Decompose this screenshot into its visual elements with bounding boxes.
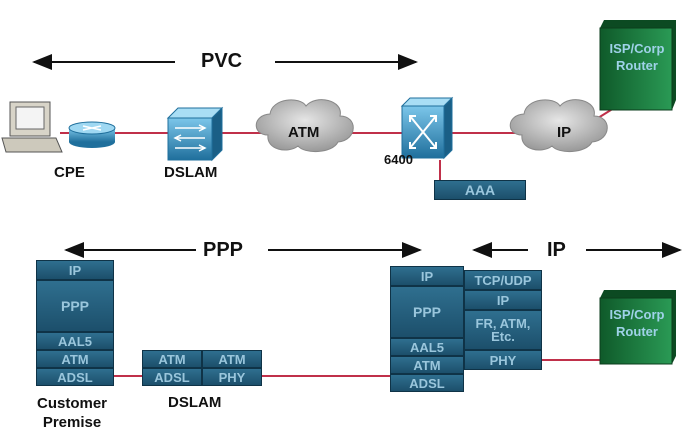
- stack-cell-label: ATM: [413, 357, 441, 373]
- bottom-links: [114, 359, 600, 377]
- stack-cell-label: ADSL: [409, 375, 445, 391]
- dslam-stack-atm-right: ATM: [202, 350, 262, 368]
- stack-cell-label: ATM: [61, 351, 89, 367]
- lac-stack-ip-right: IP: [464, 290, 542, 310]
- isp-router-bottom-label: ISP/Corp Router: [609, 307, 665, 339]
- dslam-top-label: DSLAM: [164, 164, 218, 181]
- ip-bottom-label: IP: [547, 239, 566, 261]
- dslam-bottom-label: DSLAM: [168, 394, 222, 411]
- stack-cell-label: PHY: [218, 369, 246, 385]
- dslam-icon: [166, 106, 224, 162]
- customer-premise-label: Customer Premise: [36, 395, 107, 431]
- lac-stack-tcpudp: TCP/UDP: [464, 270, 542, 290]
- pvc-label: PVC: [201, 50, 243, 72]
- stack-cell-label: AAL5: [410, 339, 444, 355]
- customer-stack-ppp: PPP: [36, 280, 114, 332]
- lac-stack-fr-atm: FR, ATM, Etc.: [464, 310, 542, 350]
- stack-cell-label: TCP/UDP: [474, 272, 532, 288]
- isp-router-bottom-icon: [599, 290, 676, 365]
- customer-stack-atm: ATM: [36, 350, 114, 368]
- isp-router-top-icon: [599, 20, 676, 111]
- cpe-modem-icon: [68, 121, 116, 148]
- lac-stack-atm: ATM: [390, 356, 464, 374]
- ppp-label: PPP: [203, 239, 244, 261]
- lac-stack-aal5: AAL5: [390, 338, 464, 356]
- cpe-label: CPE: [54, 164, 85, 181]
- dslam-stack-phy: PHY: [202, 368, 262, 386]
- dslam-stack-adsl: ADSL: [142, 368, 202, 386]
- lac-stack-phy: PHY: [464, 350, 542, 370]
- ip-cloud-icon: [509, 99, 608, 152]
- aaa-server: AAA: [434, 180, 526, 200]
- stack-cell-label: ADSL: [57, 369, 93, 385]
- atm-cloud-label: ATM: [288, 124, 320, 141]
- router-6400-icon: [400, 96, 454, 160]
- pc-icon: [1, 101, 63, 153]
- stack-cell-label: ATM: [158, 351, 186, 367]
- stack-cell-label: IP: [68, 262, 82, 278]
- atm-cloud-icon: [255, 99, 354, 152]
- stack-cell-label: ADSL: [154, 369, 190, 385]
- top-links: [60, 94, 636, 180]
- dslam-stack-atm-left: ATM: [142, 350, 202, 368]
- stack-cell-label: AAL5: [58, 333, 92, 349]
- stack-cell-label: ATM: [218, 351, 246, 367]
- lac-stack-ip: IP: [390, 266, 464, 286]
- ip-cloud-label: IP: [557, 124, 572, 141]
- aaa-label: AAA: [464, 181, 496, 198]
- customer-stack-adsl: ADSL: [36, 368, 114, 386]
- customer-stack-ip: IP: [36, 260, 114, 280]
- stack-cell-label: IP: [420, 268, 434, 284]
- router-6400-label: 6400: [384, 152, 413, 167]
- stack-cell-label: IP: [496, 292, 510, 308]
- lac-stack-ppp: PPP: [390, 286, 464, 338]
- lac-stack-adsl: ADSL: [390, 374, 464, 392]
- stack-cell-label: FR, ATM, Etc.: [475, 316, 531, 344]
- customer-stack-aal5: AAL5: [36, 332, 114, 350]
- stack-cell-label: PPP: [60, 297, 89, 314]
- stack-cell-label: PPP: [412, 303, 441, 320]
- isp-router-top-label: ISP/Corp Router: [609, 41, 665, 73]
- stack-cell-label: PHY: [489, 352, 517, 368]
